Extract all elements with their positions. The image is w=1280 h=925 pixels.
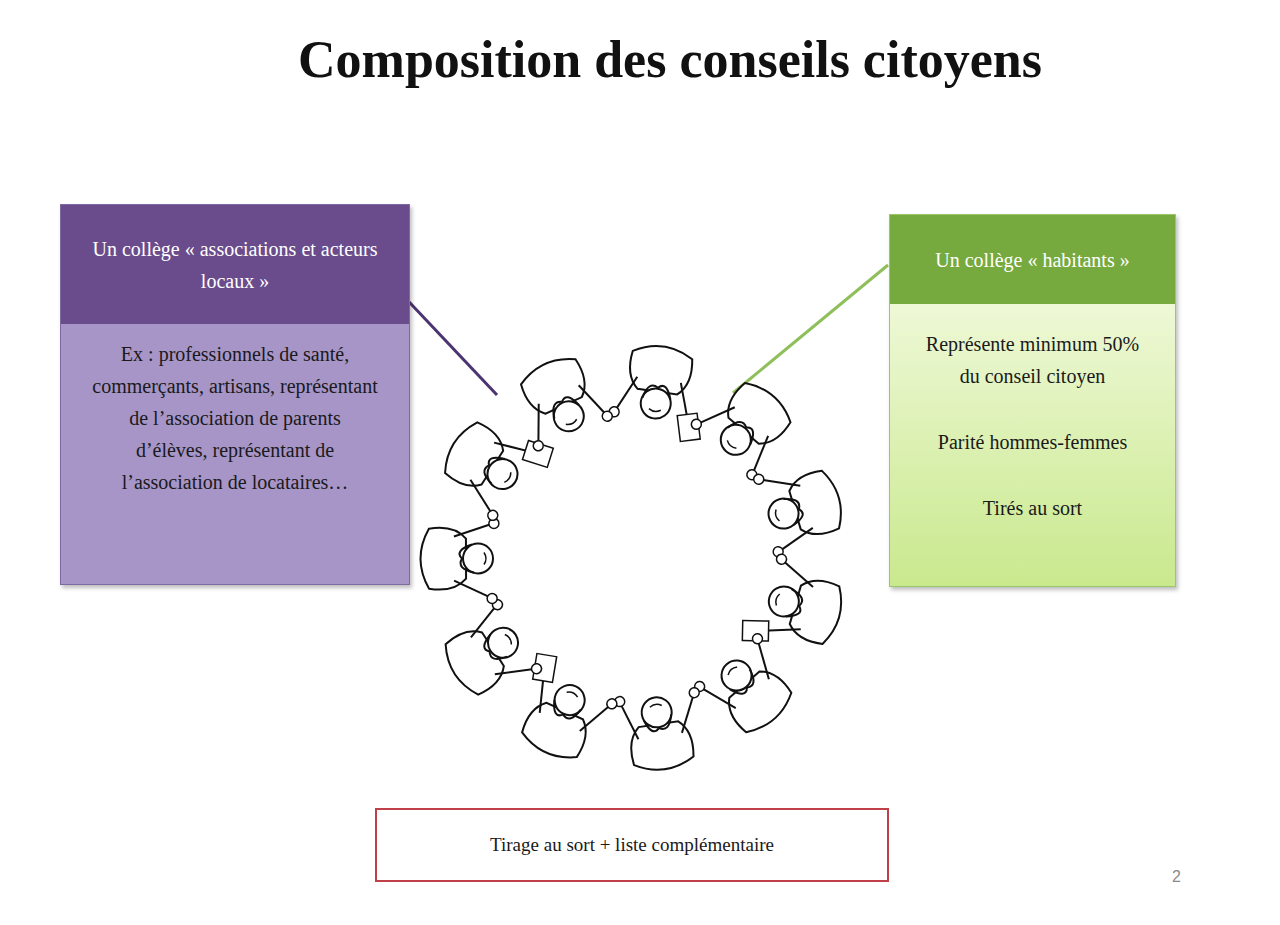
person-hair xyxy=(728,417,759,446)
person-hand xyxy=(753,473,765,485)
person-body xyxy=(420,528,466,590)
person-arm xyxy=(454,524,490,536)
person-hand xyxy=(601,410,614,423)
person-hair xyxy=(549,698,580,723)
person-head xyxy=(715,419,757,461)
person-hand xyxy=(530,662,544,676)
person-figure xyxy=(606,340,712,444)
person-hand xyxy=(689,417,703,431)
person-body xyxy=(628,720,696,774)
box-text: Représente minimum 50% du conseil citoye… xyxy=(916,328,1149,392)
person-arm xyxy=(524,404,553,442)
person-body xyxy=(627,342,695,396)
person-hair xyxy=(480,633,507,664)
page-number: 2 xyxy=(1172,868,1181,886)
person-mouth xyxy=(726,440,736,449)
person-figure xyxy=(737,549,851,665)
person-arm xyxy=(677,697,698,733)
person-hair xyxy=(548,394,579,419)
college-box: Un collège « habitants » Représente minim… xyxy=(889,214,1176,587)
person-hair xyxy=(783,495,805,526)
person-figure xyxy=(430,402,558,531)
person-mouth xyxy=(504,472,512,483)
person-hand xyxy=(487,593,497,603)
person-figure xyxy=(688,367,804,482)
method-box: Tirage au sort + liste complémentaire xyxy=(375,808,889,882)
box-header: Un collège « associations et acteurs loc… xyxy=(61,205,409,324)
person-hand xyxy=(605,697,618,710)
person-figure xyxy=(693,630,809,745)
person-hair xyxy=(479,452,506,483)
person-figure xyxy=(501,649,624,771)
person-head xyxy=(715,654,757,696)
box-text: Parité hommes-femmes xyxy=(916,426,1149,458)
person-hand xyxy=(750,632,764,646)
person-mouth xyxy=(484,552,486,564)
person-figure xyxy=(751,454,850,558)
person-arm xyxy=(495,656,532,688)
person-hair xyxy=(729,669,760,698)
person-mouth xyxy=(567,690,579,697)
person-hand xyxy=(532,439,545,452)
box-body: Tirage au sort + liste complémentaire xyxy=(377,810,887,880)
person-mouth xyxy=(505,633,513,644)
leader-line xyxy=(733,265,888,393)
diagram-title: Composition des conseils citoyens xyxy=(150,30,1190,89)
person-arm xyxy=(780,562,817,587)
person-head xyxy=(463,543,493,573)
person-mouth xyxy=(774,510,779,522)
person-figure xyxy=(433,598,545,712)
person-arm xyxy=(763,470,800,495)
box-text: Tirés au sort xyxy=(916,492,1149,524)
person-hair xyxy=(643,714,673,732)
box-text: Ex : professionnels de santé, commerçant… xyxy=(91,338,379,498)
person-hair xyxy=(784,589,806,620)
person-head xyxy=(482,453,523,494)
person-mouth xyxy=(727,666,737,675)
box-header: Un collège « habitants » xyxy=(890,215,1175,304)
person-figure xyxy=(420,518,499,603)
person-hair xyxy=(642,383,672,401)
person-arm xyxy=(454,580,488,596)
college-box: Un collège « associations et acteurs loc… xyxy=(60,204,410,585)
person-hand xyxy=(689,687,700,698)
person-figure xyxy=(614,685,710,775)
person-arm xyxy=(778,528,816,550)
people-circle xyxy=(420,340,851,775)
person-figure xyxy=(504,347,614,454)
person-mouth xyxy=(774,593,779,605)
college-heading: Un collège « associations et acteurs loc… xyxy=(75,233,395,297)
person-mouth xyxy=(649,409,661,413)
person-hand xyxy=(775,553,787,565)
box-body: Représente minimum 50% du conseil citoye… xyxy=(890,304,1175,586)
box-text: Tirage au sort + liste complémentaire xyxy=(490,829,774,861)
person-mouth xyxy=(650,704,662,708)
person-hand xyxy=(486,508,500,522)
person-mouth xyxy=(566,419,578,426)
person-arm xyxy=(621,704,638,741)
person-hair xyxy=(459,545,474,573)
person-arm xyxy=(617,374,638,410)
college-heading: Un collège « habitants » xyxy=(935,244,1129,276)
box-body: Ex : professionnels de santé, commerçant… xyxy=(61,324,409,584)
